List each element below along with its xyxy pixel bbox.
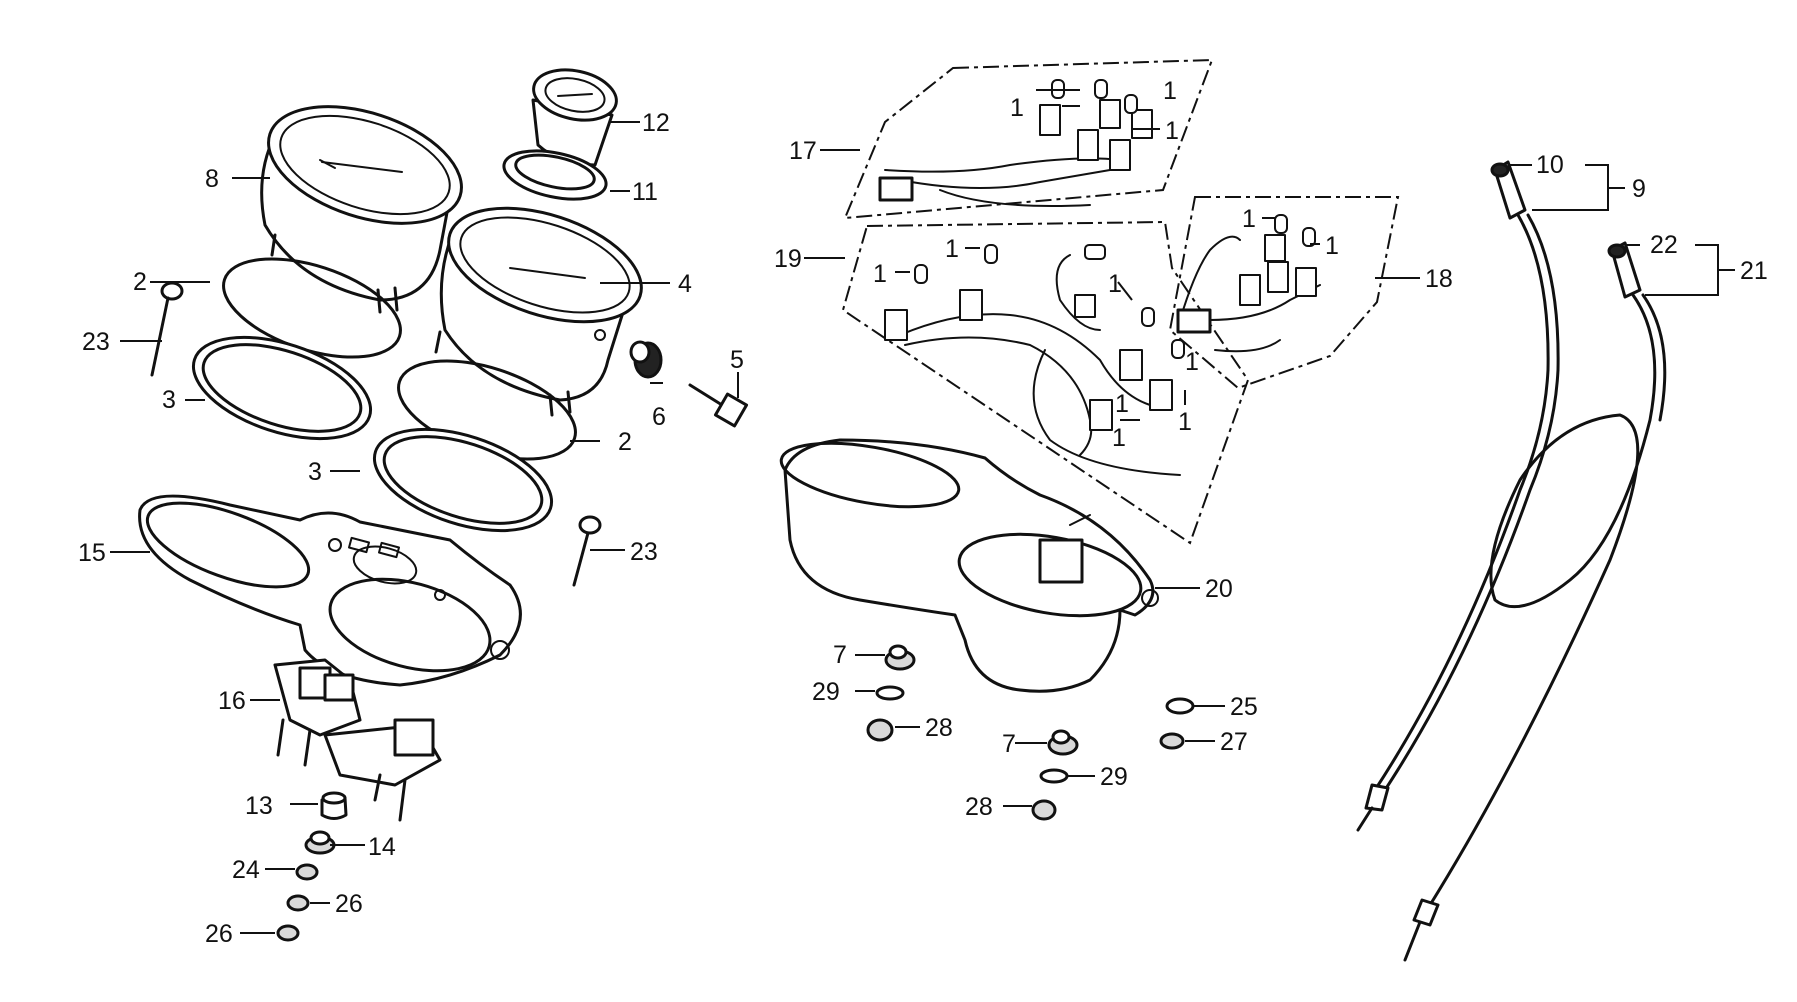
speedometer-gauge xyxy=(260,105,463,314)
harness-panel-17 xyxy=(843,58,1214,220)
washer xyxy=(295,863,319,881)
callout-1: 1 xyxy=(1112,424,1126,452)
callout-1: 1 xyxy=(1185,348,1199,376)
callout-18: 18 xyxy=(1425,265,1453,293)
reset-grommet xyxy=(629,340,663,379)
callout-1: 1 xyxy=(1163,77,1177,105)
callout-26: 26 xyxy=(205,920,233,948)
callout-8: 8 xyxy=(205,165,219,193)
harness-panel-18 xyxy=(1168,196,1400,390)
harness-panel-19 xyxy=(841,220,1250,545)
callout-4: 4 xyxy=(678,270,692,298)
indicator-lamp-sockets xyxy=(273,658,442,822)
callout-1: 1 xyxy=(945,235,959,263)
callout-22: 22 xyxy=(1650,231,1678,259)
callout-1: 1 xyxy=(1115,390,1129,418)
leader-lines xyxy=(110,89,1735,934)
indicator-gauge xyxy=(531,68,618,167)
callout-7: 7 xyxy=(833,641,847,669)
nut-lower xyxy=(1031,799,1057,821)
callout-27: 27 xyxy=(1220,728,1248,756)
callout-29: 29 xyxy=(812,678,840,706)
callout-1: 1 xyxy=(1242,205,1256,233)
callout-2: 2 xyxy=(618,428,632,456)
washer-lower xyxy=(1039,768,1069,784)
washer-right xyxy=(1165,697,1195,715)
callout-20: 20 xyxy=(1205,575,1233,603)
callout-28: 28 xyxy=(925,714,953,742)
hex-nut-upper xyxy=(286,894,310,912)
callout-23: 23 xyxy=(82,328,110,356)
callout-3: 3 xyxy=(162,386,176,414)
callout-2: 2 xyxy=(133,268,147,296)
nut-upper xyxy=(866,718,894,742)
callout-28: 28 xyxy=(965,793,993,821)
callout-16: 16 xyxy=(218,687,246,715)
tachometer-gauge xyxy=(434,206,643,417)
callout-3: 3 xyxy=(308,458,322,486)
callout-11: 11 xyxy=(632,178,658,206)
washer-upper xyxy=(875,685,905,701)
bezel-ring-lower xyxy=(372,427,554,533)
callout-17: 17 xyxy=(789,137,817,165)
callout-21: 21 xyxy=(1740,257,1768,285)
callout-13: 13 xyxy=(245,792,273,820)
callout-24: 24 xyxy=(232,856,260,884)
mounting-bolt-left xyxy=(150,281,184,377)
gauge-seal-ring xyxy=(502,149,608,201)
callout-23: 23 xyxy=(630,538,658,566)
callout-1: 1 xyxy=(1108,270,1122,298)
mounting-bolt-right xyxy=(572,515,602,587)
callout-1: 1 xyxy=(1010,94,1024,122)
flange-nut xyxy=(304,830,336,855)
callout-25: 25 xyxy=(1230,693,1258,721)
callout-1: 1 xyxy=(1165,117,1179,145)
callout-5: 5 xyxy=(730,346,744,374)
spacer-collar xyxy=(320,791,348,820)
callout-7: 7 xyxy=(1002,730,1016,758)
grommet-upper xyxy=(884,644,916,671)
tachometer-cable xyxy=(1403,241,1667,962)
callout-19: 19 xyxy=(774,245,802,273)
callout-1: 1 xyxy=(1325,232,1339,260)
callout-15: 15 xyxy=(78,539,106,567)
hex-nut-lower xyxy=(276,924,300,942)
meter-case-plate xyxy=(138,494,522,687)
callout-26: 26 xyxy=(335,890,363,918)
meter-case-housing xyxy=(779,438,1159,693)
callout-labels: 1 1 1 1 1 1 1 1 1 1 1 1 2 2 3 3 4 5 6 7 … xyxy=(78,77,1768,948)
callout-29: 29 xyxy=(1100,763,1128,791)
bezel-ring-upper xyxy=(191,335,373,441)
callout-10: 10 xyxy=(1536,151,1564,179)
callout-12: 12 xyxy=(642,109,670,137)
nut-right xyxy=(1159,732,1185,750)
trip-reset-knob xyxy=(688,383,749,428)
callout-1: 1 xyxy=(873,260,887,288)
callout-14: 14 xyxy=(368,833,396,861)
callout-9: 9 xyxy=(1632,175,1646,203)
grommet-lower xyxy=(1047,729,1079,756)
callout-6: 6 xyxy=(652,403,666,431)
speedometer-cable xyxy=(1356,160,1560,832)
callout-1: 1 xyxy=(1178,408,1192,436)
